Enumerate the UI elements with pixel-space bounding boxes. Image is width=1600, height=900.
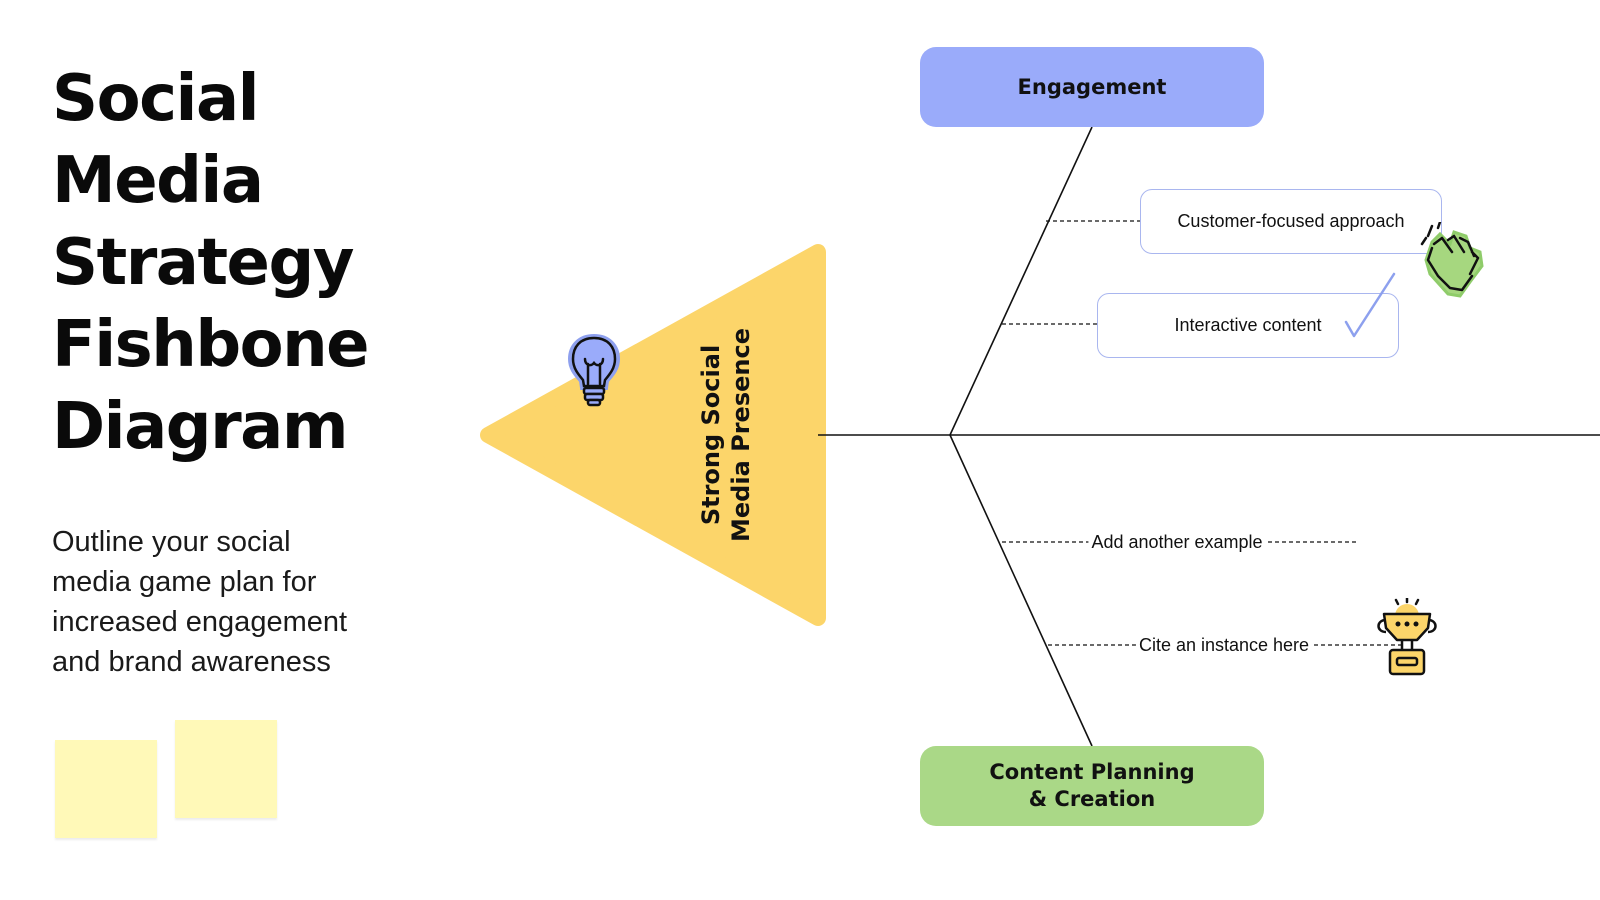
category-engagement[interactable]: Engagement [920, 47, 1264, 127]
description-line: Outline your social [52, 526, 291, 558]
title-line: Diagram [52, 390, 349, 464]
head-label-line: Media Presence [727, 328, 755, 542]
description-line: increased engagement [52, 606, 348, 638]
category-label: & Creation [1028, 787, 1156, 811]
description-line: and brand awareness [52, 646, 331, 678]
description: Outline your social media game plan for … [52, 522, 392, 682]
title-line: Fishbone [52, 308, 370, 382]
head-label-line: Strong Social [697, 344, 725, 526]
lightbulb-icon [566, 332, 622, 410]
trophy-icon [1372, 598, 1442, 678]
glove-icon [1420, 222, 1490, 302]
category-content-planning[interactable]: Content Planning & Creation [920, 746, 1264, 826]
sticky-note[interactable] [175, 720, 277, 818]
title-line: Social [52, 62, 260, 136]
title-line: Strategy [52, 226, 354, 300]
cause-text: Customer-focused approach [1177, 211, 1405, 231]
cause-box[interactable]: Customer-focused approach [1140, 189, 1442, 254]
description-line: media game plan for [52, 566, 317, 598]
head-label: Strong Social Media Presence [696, 328, 756, 542]
fish-head [480, 244, 826, 626]
cause-text: Interactive content [1174, 315, 1322, 335]
sticky-note[interactable] [55, 740, 157, 838]
category-label: Content Planning [989, 760, 1195, 784]
cause-text[interactable]: Add another example [1088, 531, 1266, 553]
page-title: Social Media Strategy Fishbone Diagram [52, 58, 452, 468]
title-line: Media [52, 144, 264, 218]
cause-text[interactable]: Cite an instance here [1135, 634, 1313, 656]
bone-top [949, 126, 1093, 436]
checkmark-icon [1340, 270, 1400, 340]
bone-bottom [949, 434, 1093, 747]
category-label: Engagement [1017, 74, 1167, 99]
